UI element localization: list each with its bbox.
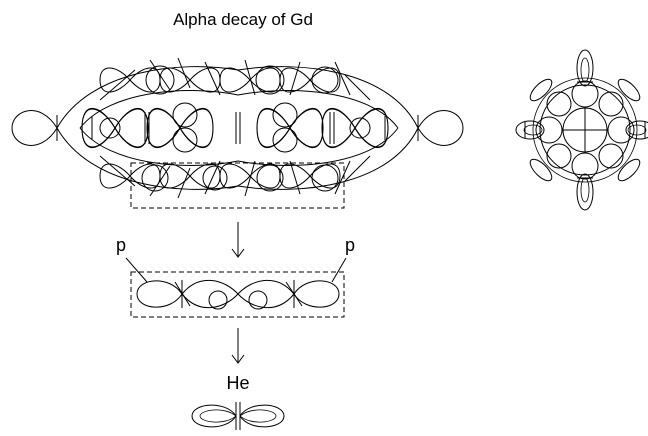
nucleus-rosette (515, 49, 648, 211)
helium-label: He (226, 373, 249, 393)
down-arrow-1 (231, 222, 245, 258)
down-arrow-2 (231, 328, 245, 364)
alpha-cluster-structure (136, 279, 340, 310)
selection-box-middle (130, 271, 345, 318)
selection-box-top (130, 162, 345, 209)
diagram-title: Alpha decay of Gd (173, 10, 313, 29)
gd-nucleus-structure (11, 57, 464, 199)
helium-nucleus (191, 402, 285, 430)
proton-label-right: p (345, 235, 355, 255)
proton-label-left: p (116, 235, 126, 255)
